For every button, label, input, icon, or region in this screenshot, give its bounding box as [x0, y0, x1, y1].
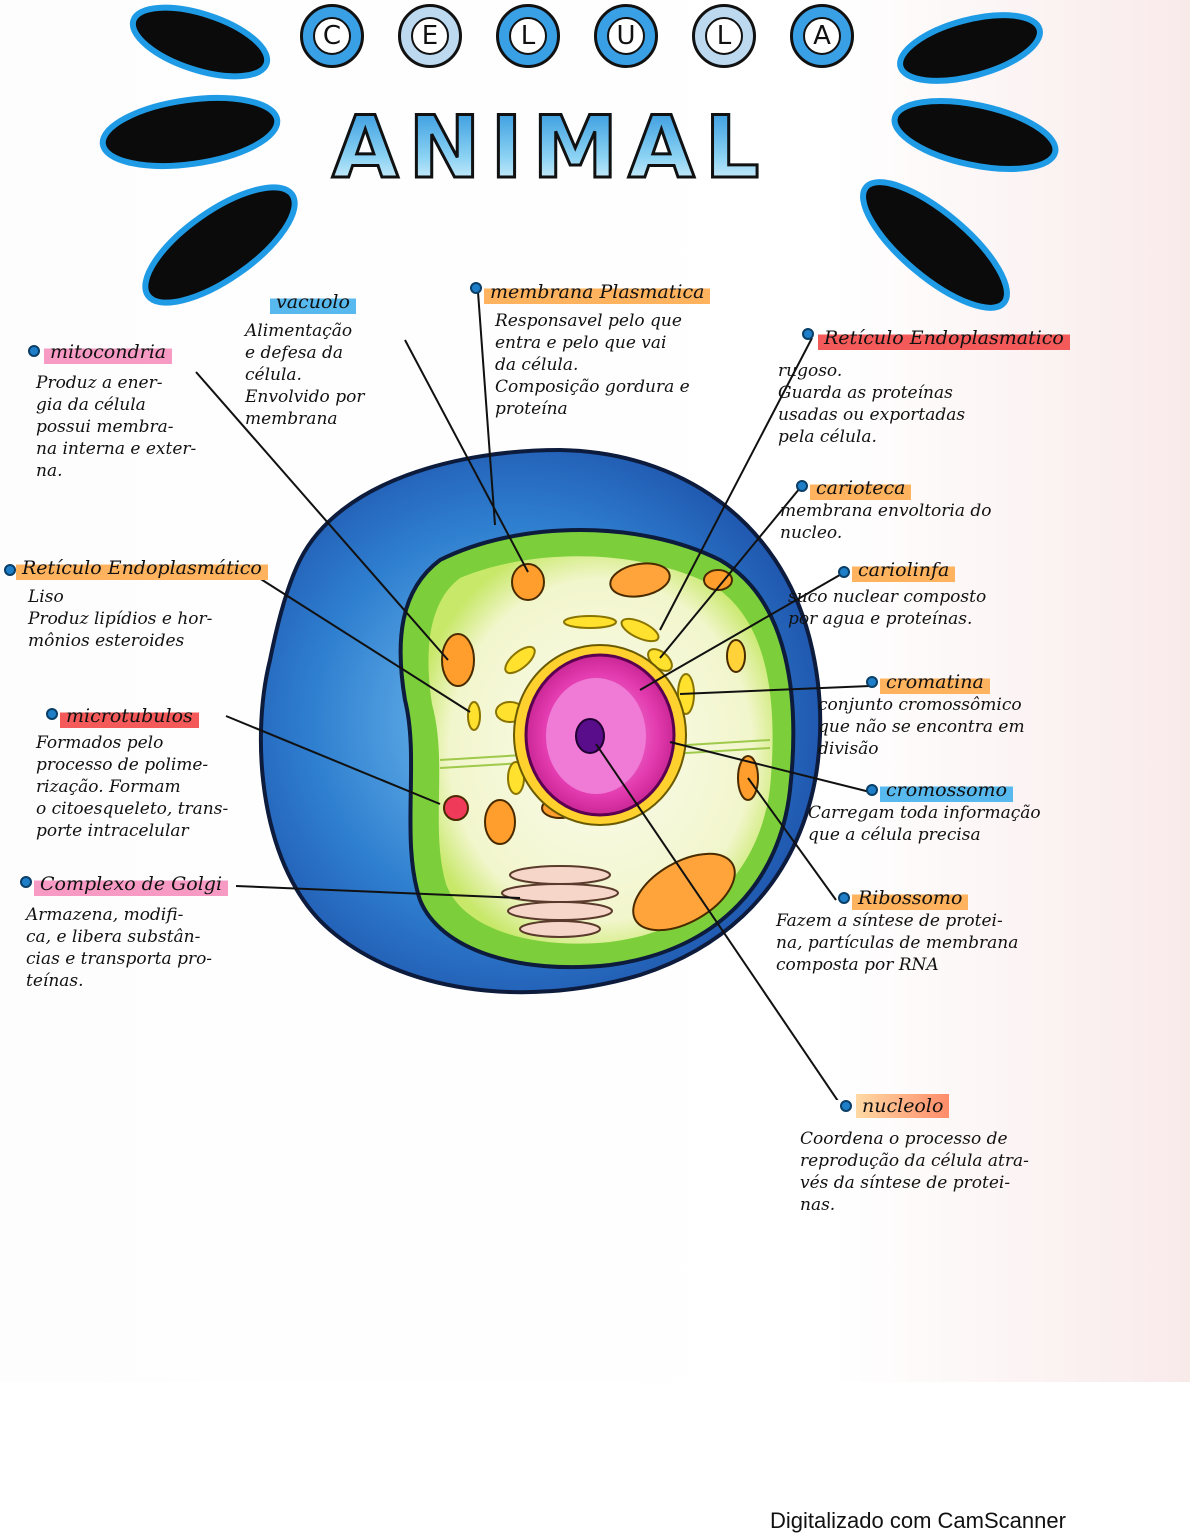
- footer-scanner-watermark: Digitalizado com CamScanner: [770, 1508, 1066, 1534]
- label-cromatina: cromatina: [880, 670, 990, 694]
- bullet-dot: [802, 328, 814, 340]
- organelle-shape: [485, 800, 515, 844]
- desc-carioteca: membrana envoltoria do nucleo.: [780, 500, 1140, 544]
- label-cromossomo: cromossomo: [880, 778, 1013, 802]
- label-reticulo-liso: Retículo Endoplasmático: [16, 556, 268, 580]
- desc-ribossomo: Fazem a síntese de protei- na, partícula…: [776, 910, 1176, 976]
- bullet-dot: [866, 676, 878, 688]
- desc-cromossomo: Carregam toda informação que a célula pr…: [808, 802, 1188, 846]
- desc-microtubulos: Formados pelo processo de polime- rizaçã…: [36, 732, 271, 842]
- desc-golgi: Armazena, modifi- ca, e libera substân- …: [26, 904, 326, 992]
- bullet-dot: [866, 784, 878, 796]
- label-golgi: Complexo de Golgi: [34, 872, 228, 896]
- label-ribossomo: Ribossomo: [852, 886, 968, 910]
- bullet-dot: [838, 566, 850, 578]
- desc-mitocondria: Produz a ener- gia da célula possui memb…: [36, 372, 276, 482]
- bullet-dot: [838, 892, 850, 904]
- desc-reticulo-liso: Liso Produz lipídios e hor- mônios ester…: [28, 586, 268, 652]
- bullet-dot: [470, 282, 482, 294]
- bullet-dot: [840, 1100, 852, 1112]
- bullet-dot: [20, 876, 32, 888]
- desc-nucleolo: Coordena o processo de reprodução da cél…: [800, 1128, 1160, 1216]
- label-nucleolo: nucleolo: [856, 1094, 949, 1118]
- label-reticulo-rugoso: Retículo Endoplasmatico: [818, 326, 1070, 350]
- label-mitocondria: mitocondria: [44, 340, 172, 364]
- bullet-dot: [46, 708, 58, 720]
- organelle-shape: [727, 640, 745, 672]
- bullet-dot: [796, 480, 808, 492]
- lysosome-shape: [444, 796, 468, 820]
- label-cariolinfa: cariolinfa: [852, 558, 955, 582]
- desc-membrana: Responsavel pelo que entra e pelo que va…: [495, 310, 785, 420]
- label-membrana: membrana Plasmatica: [484, 280, 710, 304]
- desc-reticulo-rugoso: rugoso. Guarda as proteínas usadas ou ex…: [778, 360, 1138, 448]
- vacuole-shape: [512, 564, 544, 600]
- label-microtubulos: microtubulos: [60, 704, 199, 728]
- desc-cariolinfa: suco nuclear composto por agua e proteín…: [788, 586, 1168, 630]
- label-vacuolo: vacuolo: [270, 290, 356, 314]
- label-carioteca: carioteca: [810, 476, 911, 500]
- desc-cromatina: conjunto cromossômico que não se encontr…: [818, 694, 1178, 760]
- bullet-dot: [28, 345, 40, 357]
- bullet-dot: [4, 564, 16, 576]
